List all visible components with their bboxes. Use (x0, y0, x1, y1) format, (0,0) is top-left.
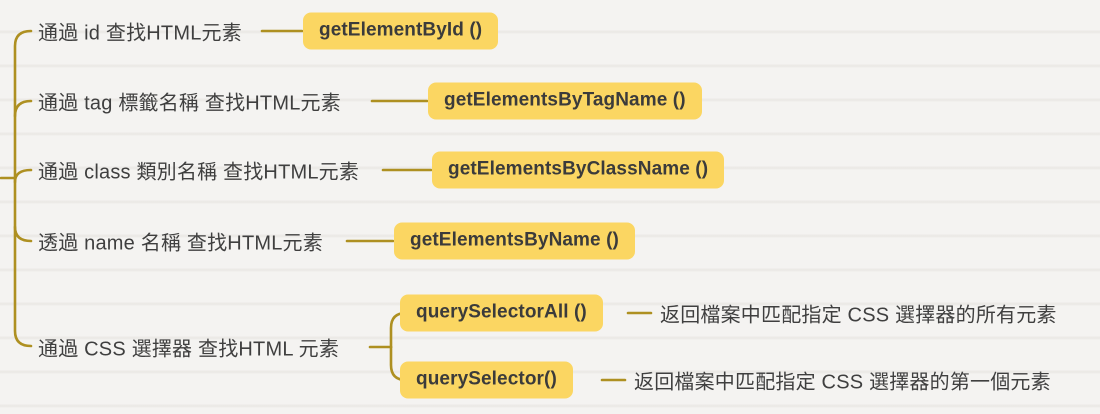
description-queryselectorall[interactable]: 返回檔案中匹配指定 CSS 選擇器的所有元素 (660, 304, 1057, 327)
description-queryselector[interactable]: 返回檔案中匹配指定 CSS 選擇器的第一個元素 (634, 371, 1051, 394)
method-node-getelementsbyclassname[interactable]: getElementsByClassName () (432, 151, 725, 189)
method-node-queryselector[interactable]: querySelector() (400, 361, 573, 399)
branch-name-curve (13, 225, 33, 243)
branch-class-curve (13, 168, 33, 184)
branch-label-id[interactable]: 通過 id 查找HTML元素 (38, 22, 242, 45)
branch-label-css-selector[interactable]: 通過 CSS 選擇器 查找HTML 元素 (38, 338, 340, 361)
branch-label-class[interactable]: 通過 class 類別名稱 查找HTML元素 (38, 161, 360, 184)
branch-label-tag[interactable]: 通過 tag 標籤名稱 查找HTML元素 (38, 92, 341, 115)
method-node-getelementsbyname[interactable]: getElementsByName () (394, 222, 635, 260)
method-node-getelementbyid[interactable]: getElementById () (303, 12, 499, 50)
branch-tag-curve (13, 99, 33, 118)
spine-upper-curve (13, 29, 33, 180)
method-node-queryselectorall[interactable]: querySelectorAll () (400, 294, 603, 332)
method-node-getelementsbytagname[interactable]: getElementsByTagName () (428, 82, 702, 120)
spine-lower-curve (13, 176, 33, 348)
branch-label-name[interactable]: 透過 name 名稱 查找HTML元素 (38, 232, 323, 255)
